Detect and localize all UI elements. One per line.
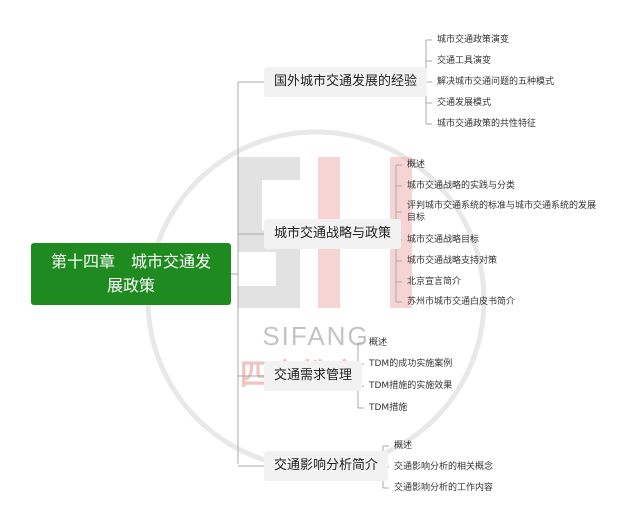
leaf-item[interactable]: 交通影响分析的相关概念 xyxy=(394,462,494,472)
leaf-item[interactable]: 概述 xyxy=(407,160,426,170)
branch-label: 交通需求管理 xyxy=(274,368,353,383)
leaf-item[interactable]: 北京宣言简介 xyxy=(407,277,462,287)
leaf-item[interactable]: 概述 xyxy=(394,441,413,451)
leaf-item[interactable]: TDM措施 xyxy=(369,403,408,413)
branch-impact-analysis[interactable]: 交通影响分析简介 xyxy=(264,451,389,481)
leaf-item[interactable]: 评判城市交通系统的标准与城市交通系统的发展目标 xyxy=(407,201,597,223)
leaf-item[interactable]: 城市交通战略目标 xyxy=(407,235,480,245)
leaf-item[interactable]: 交通发展模式 xyxy=(437,98,492,108)
leaf-item[interactable]: 苏州市城市交通白皮书简介 xyxy=(407,297,516,307)
leaf-item[interactable]: 概述 xyxy=(369,338,388,348)
branch-label: 城市交通战略与政策 xyxy=(274,226,392,241)
branch-label: 国外城市交通发展的经验 xyxy=(274,74,418,89)
branch-foreign-experience[interactable]: 国外城市交通发展的经验 xyxy=(264,67,428,97)
leaf-item[interactable]: 交通影响分析的工作内容 xyxy=(394,483,494,493)
leaf-item[interactable]: TDM措施的实施效果 xyxy=(369,381,453,391)
leaf-item[interactable]: 城市交通政策演变 xyxy=(437,35,510,45)
watermark-brand-text: SIFANG xyxy=(262,321,369,351)
branch-label: 交通影响分析简介 xyxy=(274,458,379,473)
leaf-item[interactable]: 交通工具演变 xyxy=(437,56,492,66)
root-topic[interactable]: 第十四章 城市交通发展政策 xyxy=(31,243,231,305)
root-topic-label: 第十四章 城市交通发展政策 xyxy=(50,252,211,295)
leaf-item[interactable]: 城市交通战略的实践与分类 xyxy=(407,181,516,191)
leaf-item[interactable]: TDM的成功实施案例 xyxy=(369,359,453,369)
branch-demand-management[interactable]: 交通需求管理 xyxy=(264,361,363,391)
leaf-item[interactable]: 城市交通政策的共性特征 xyxy=(437,119,537,129)
leaf-item[interactable]: 城市交通战略支持对策 xyxy=(407,256,498,266)
leaf-item[interactable]: 解决城市交通问题的五种模式 xyxy=(437,77,555,87)
branch-strategy-policy[interactable]: 城市交通战略与政策 xyxy=(264,219,402,249)
